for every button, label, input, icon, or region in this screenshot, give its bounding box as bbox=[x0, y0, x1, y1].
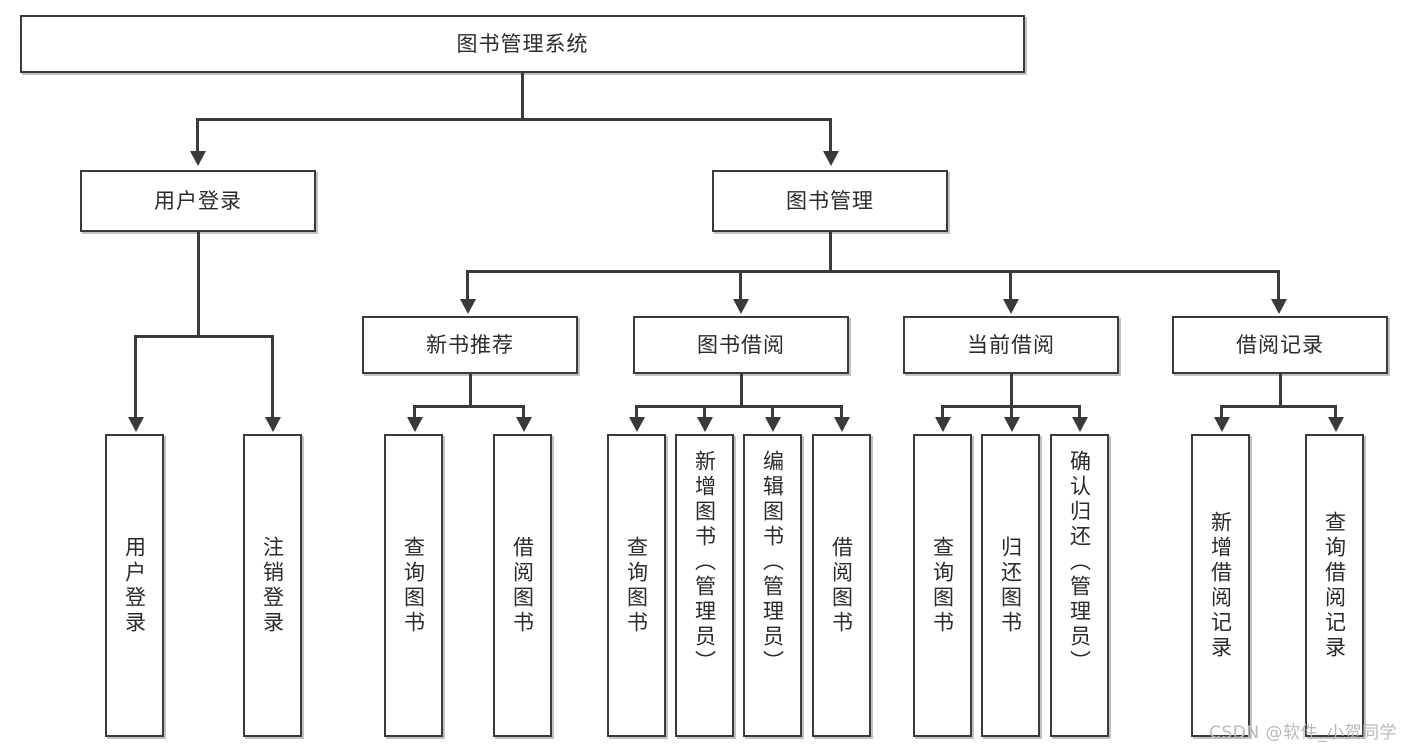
connector-new-book-leaf-1 bbox=[413, 405, 416, 417]
connector-to-book-borrow bbox=[739, 270, 742, 299]
connector-current-borrow-leaf-3 bbox=[1078, 405, 1081, 417]
node-label: 用户登录 bbox=[154, 188, 242, 213]
connector-new-book-leaf-2 bbox=[522, 405, 525, 417]
connector-current-borrow-leaf-2 bbox=[1010, 405, 1013, 417]
leaf-book-borrow-edit[interactable]: 编辑图书（管理员） bbox=[743, 434, 802, 737]
node-label: 借阅记录 bbox=[1236, 332, 1324, 357]
connector-new-book-stem bbox=[469, 374, 472, 405]
connector-borrow-record-leaf-1 bbox=[1220, 405, 1223, 417]
arrow-book-borrow-leaf-2 bbox=[697, 417, 713, 432]
arrow-to-user-login bbox=[190, 151, 206, 166]
arrow-to-book-manage bbox=[823, 151, 839, 166]
connector-book-manage-stem bbox=[829, 232, 832, 270]
arrow-current-borrow-leaf-1 bbox=[935, 417, 951, 432]
connector-borrow-record-leaf-2 bbox=[1334, 405, 1337, 417]
leaf-current-borrow-return[interactable]: 归还图书 bbox=[981, 434, 1040, 737]
leaf-label: 查询图书 bbox=[624, 535, 649, 636]
leaf-label: 查询图书 bbox=[401, 535, 426, 636]
leaf-label: 新增借阅记录 bbox=[1208, 510, 1233, 661]
leaf-label: 新增图书（管理员） bbox=[692, 450, 717, 675]
connector-to-user-login bbox=[196, 118, 199, 151]
node-root-system[interactable]: 图书管理系统 bbox=[20, 15, 1025, 73]
node-current-borrow[interactable]: 当前借阅 bbox=[903, 316, 1119, 374]
leaf-label: 归还图书 bbox=[998, 535, 1023, 636]
leaf-current-borrow-confirm[interactable]: 确认归还（管理员） bbox=[1050, 434, 1109, 737]
leaf-book-borrow-query[interactable]: 查询图书 bbox=[607, 434, 666, 737]
leaf-label: 编辑图书（管理员） bbox=[760, 450, 785, 675]
connector-current-borrow-stem bbox=[1010, 374, 1013, 405]
leaf-new-book-borrow[interactable]: 借阅图书 bbox=[493, 434, 552, 737]
leaf-label: 用户登录 bbox=[122, 535, 147, 636]
node-label: 新书推荐 bbox=[426, 332, 514, 357]
node-user-login[interactable]: 用户登录 bbox=[80, 170, 316, 232]
connector-book-borrow-leaf-3 bbox=[771, 405, 774, 417]
leaf-label: 注销登录 bbox=[260, 535, 285, 636]
connector-level2-bus bbox=[196, 118, 832, 121]
leaf-label: 确认归还（管理员） bbox=[1067, 450, 1092, 675]
connector-book-borrow-leaf-1 bbox=[635, 405, 638, 417]
connector-book-borrow-bus bbox=[635, 405, 843, 408]
arrow-current-borrow-leaf-3 bbox=[1072, 417, 1088, 432]
connector-to-new-book bbox=[466, 270, 469, 299]
connector-level3-bus bbox=[466, 270, 1280, 273]
arrow-current-borrow-leaf-2 bbox=[1004, 417, 1020, 432]
connector-book-borrow-stem bbox=[740, 374, 743, 405]
arrow-borrow-record-leaf-2 bbox=[1328, 417, 1344, 432]
leaf-borrow-record-query[interactable]: 查询借阅记录 bbox=[1305, 434, 1364, 737]
connector-current-borrow-leaf-1 bbox=[941, 405, 944, 417]
node-label: 图书管理 bbox=[786, 188, 874, 213]
node-new-book-recommend[interactable]: 新书推荐 bbox=[362, 316, 578, 374]
arrow-user-login-leaf-2 bbox=[265, 417, 281, 432]
arrow-borrow-record-leaf-1 bbox=[1214, 417, 1230, 432]
node-book-management[interactable]: 图书管理 bbox=[712, 170, 948, 232]
connector-book-borrow-leaf-4 bbox=[840, 405, 843, 417]
connector-book-borrow-leaf-2 bbox=[703, 405, 706, 417]
arrow-to-borrow-record bbox=[1271, 299, 1287, 314]
arrow-to-new-book bbox=[460, 299, 476, 314]
arrow-to-book-borrow bbox=[733, 299, 749, 314]
leaf-user-login-logout[interactable]: 注销登录 bbox=[243, 434, 302, 737]
connector-root-stem bbox=[521, 73, 524, 118]
connector-user-login-leaf-1 bbox=[134, 335, 137, 417]
node-borrow-record[interactable]: 借阅记录 bbox=[1172, 316, 1388, 374]
connector-user-login-leaf-2 bbox=[271, 335, 274, 417]
leaf-new-book-query[interactable]: 查询图书 bbox=[384, 434, 443, 737]
arrow-book-borrow-leaf-3 bbox=[765, 417, 781, 432]
leaf-book-borrow-borrow[interactable]: 借阅图书 bbox=[812, 434, 871, 737]
node-label: 图书借阅 bbox=[697, 332, 785, 357]
arrow-user-login-leaf-1 bbox=[128, 417, 144, 432]
connector-to-current-borrow bbox=[1009, 270, 1012, 299]
leaf-user-login-login[interactable]: 用户登录 bbox=[105, 434, 164, 737]
arrow-book-borrow-leaf-1 bbox=[629, 417, 645, 432]
connector-to-borrow-record bbox=[1277, 270, 1280, 299]
connector-borrow-record-stem bbox=[1279, 374, 1282, 405]
leaf-label: 查询借阅记录 bbox=[1322, 510, 1347, 661]
arrow-new-book-leaf-2 bbox=[516, 417, 532, 432]
connector-to-book-manage bbox=[829, 118, 832, 151]
leaf-label: 借阅图书 bbox=[829, 535, 854, 636]
node-book-borrow[interactable]: 图书借阅 bbox=[633, 316, 849, 374]
leaf-current-borrow-query[interactable]: 查询图书 bbox=[913, 434, 972, 737]
leaf-borrow-record-add[interactable]: 新增借阅记录 bbox=[1191, 434, 1250, 737]
connector-borrow-record-bus bbox=[1220, 405, 1337, 408]
node-label: 当前借阅 bbox=[967, 332, 1055, 357]
connector-user-login-bus bbox=[134, 335, 274, 338]
watermark-text: CSDN @软件_小贺同学 bbox=[1209, 723, 1397, 743]
arrow-new-book-leaf-1 bbox=[407, 417, 423, 432]
leaf-label: 借阅图书 bbox=[510, 535, 535, 636]
node-label: 图书管理系统 bbox=[456, 31, 589, 56]
connector-user-login-stem bbox=[197, 232, 200, 335]
leaf-label: 查询图书 bbox=[930, 535, 955, 636]
arrow-to-current-borrow bbox=[1003, 299, 1019, 314]
connector-new-book-bus bbox=[413, 405, 525, 408]
leaf-book-borrow-add[interactable]: 新增图书（管理员） bbox=[675, 434, 734, 737]
arrow-book-borrow-leaf-4 bbox=[834, 417, 850, 432]
